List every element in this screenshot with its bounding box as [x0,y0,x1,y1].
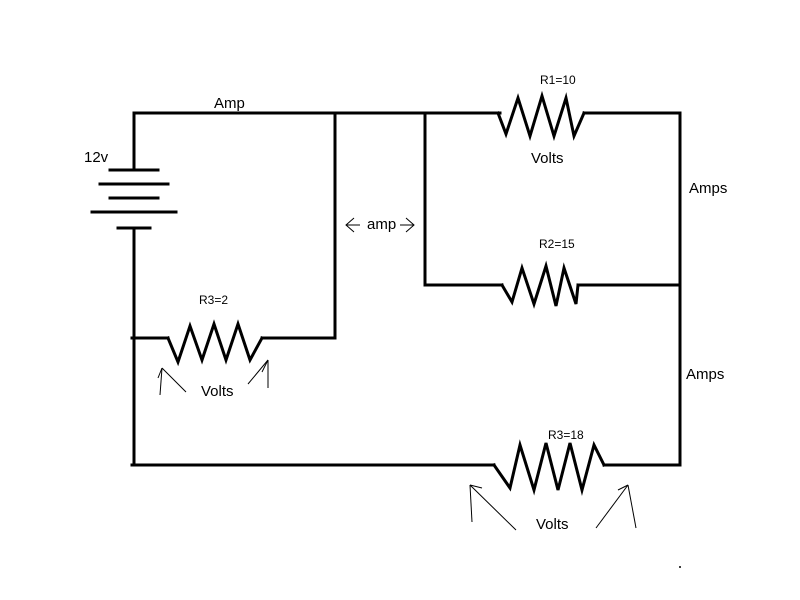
wire-top-left [132,111,427,172]
wire-middle-loop [260,111,337,340]
resistor-r3-left [166,319,265,367]
label-r3-left-volts: Volts [201,383,234,400]
label-r3-left: R3=2 [199,293,229,307]
label-r3-bottom-volts: Volts [536,516,569,533]
label-r1-volts: Volts [531,150,564,167]
label-r2: R2=15 [539,237,575,251]
resistor-r1 [496,90,586,142]
resistor-r2 [499,260,580,309]
wire-r1-right [582,111,682,467]
resistor-r3-bottom [491,439,607,496]
battery-symbol [90,168,178,230]
label-battery-voltage: 12v [84,149,109,166]
label-r3-bottom: R3=18 [548,428,584,442]
volts-probe-bottom [469,484,637,531]
stray-dot [679,566,681,568]
label-amps-upper: Amps [689,180,728,197]
label-amp-top: Amp [214,95,245,112]
volts-probe-left [157,359,269,396]
label-amps-lower: Amps [686,366,725,383]
label-amp-middle: amp [367,216,397,233]
label-r1: R1=10 [540,73,576,87]
amp-arrows [345,217,415,233]
